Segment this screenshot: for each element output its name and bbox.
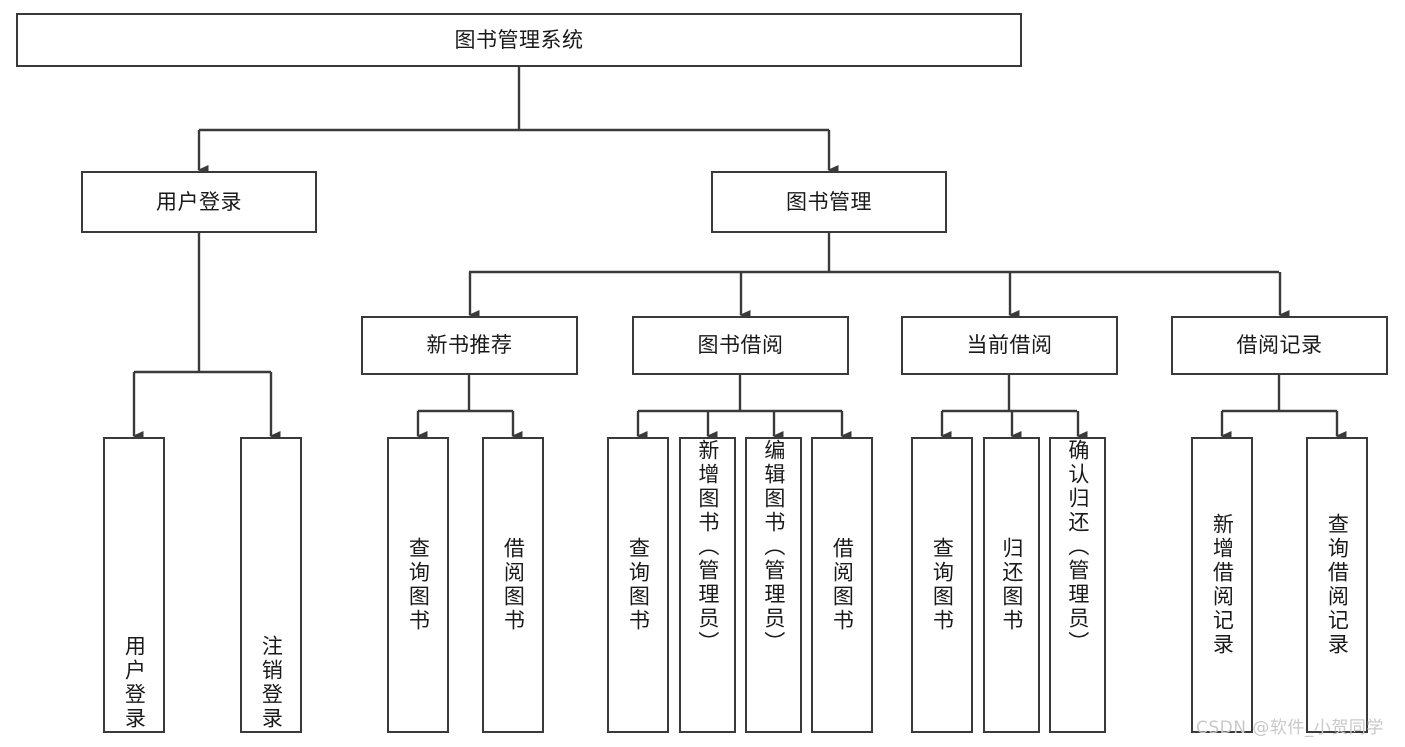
- node-label: 归还图书: [999, 537, 1024, 633]
- node-label: 用户登录: [122, 635, 147, 731]
- node-label: 借阅图书: [830, 537, 855, 633]
- node-label: 用户登录: [156, 189, 242, 214]
- node-leaf-query-book-2[interactable]: 查询图书: [607, 437, 669, 733]
- node-label: 图书借阅: [697, 333, 784, 358]
- node-label: 新增借阅记录: [1210, 513, 1235, 657]
- node-leaf-query-borrow-record[interactable]: 查询借阅记录: [1306, 437, 1368, 733]
- node-leaf-user-login[interactable]: 用户登录: [103, 437, 165, 733]
- node-label: 查询图书: [626, 537, 651, 633]
- node-new-book-recommend[interactable]: 新书推荐: [361, 316, 578, 375]
- node-leaf-logout-login[interactable]: 注销登录: [240, 437, 302, 733]
- node-label: 新书推荐: [426, 333, 513, 358]
- node-label: 图书管理系统: [454, 27, 584, 52]
- node-label: 借阅记录: [1236, 333, 1323, 358]
- node-leaf-add-book[interactable]: 新增图书（管理员）: [679, 437, 736, 733]
- node-book-manage[interactable]: 图书管理: [711, 171, 947, 233]
- node-leaf-borrow-book-2[interactable]: 借阅图书: [811, 437, 873, 733]
- node-user-login[interactable]: 用户登录: [81, 171, 317, 233]
- node-label: 查询借阅记录: [1325, 513, 1350, 657]
- node-borrow-record[interactable]: 借阅记录: [1171, 316, 1388, 375]
- node-label: 确认归还（管理员）: [1065, 439, 1090, 655]
- node-label: 当前借阅: [966, 333, 1053, 358]
- node-label: 查询图书: [406, 537, 431, 633]
- node-root[interactable]: 图书管理系统: [16, 13, 1022, 67]
- node-label: 图书管理: [786, 189, 872, 214]
- node-current-borrow[interactable]: 当前借阅: [901, 316, 1118, 375]
- node-leaf-query-book-3[interactable]: 查询图书: [911, 437, 973, 733]
- node-label: 查询图书: [930, 537, 955, 633]
- node-label: 新增图书（管理员）: [695, 439, 720, 655]
- node-leaf-query-book-1[interactable]: 查询图书: [387, 437, 449, 733]
- node-label: 注销登录: [259, 635, 284, 731]
- node-label: 借阅图书: [501, 537, 526, 633]
- node-leaf-borrow-book-1[interactable]: 借阅图书: [482, 437, 544, 733]
- node-leaf-return-book[interactable]: 归还图书: [983, 437, 1040, 733]
- node-book-borrow[interactable]: 图书借阅: [632, 316, 849, 375]
- node-label: 编辑图书（管理员）: [761, 439, 786, 655]
- node-leaf-confirm-return[interactable]: 确认归还（管理员）: [1049, 437, 1106, 733]
- node-leaf-add-borrow-record[interactable]: 新增借阅记录: [1191, 437, 1253, 733]
- watermark-text: CSDN @软件_小贺同学: [1196, 718, 1384, 738]
- node-leaf-edit-book[interactable]: 编辑图书（管理员）: [745, 437, 802, 733]
